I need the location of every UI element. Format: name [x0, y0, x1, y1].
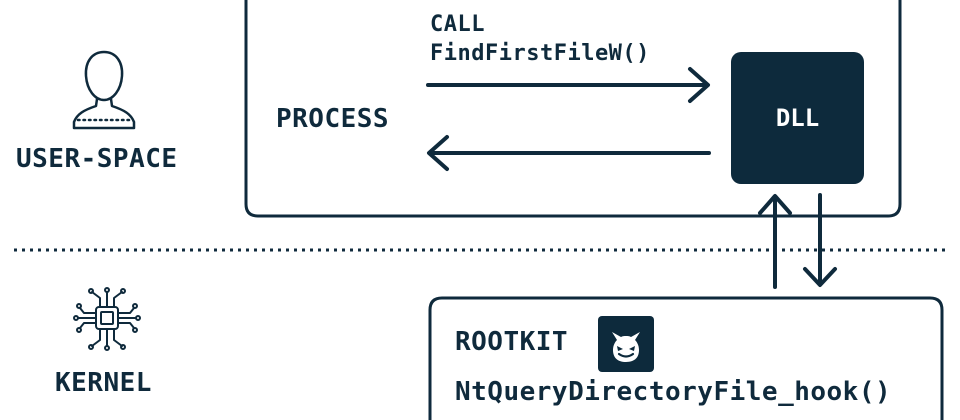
rootkit-label: ROOTKIT — [455, 327, 569, 357]
process-frame — [244, 0, 902, 218]
user-icon — [72, 50, 136, 130]
hook-function-label: NtQueryDirectoryFile_hook() — [455, 377, 892, 407]
call-function: FindFirstFileW() — [430, 41, 650, 66]
up-arrow — [758, 194, 792, 289]
call-keyword: CALL — [430, 12, 485, 37]
down-arrow — [803, 193, 837, 287]
user-space-label: USER-SPACE — [16, 144, 178, 174]
dll-label: DLL — [775, 104, 820, 132]
call-annotation: CALL FindFirstFileW() — [430, 10, 650, 68]
rootkit-frame — [428, 296, 944, 420]
call-arrow — [426, 67, 710, 103]
dll-box: DLL — [731, 52, 864, 184]
devil-icon — [598, 316, 654, 372]
kernel-label: KERNEL — [55, 368, 152, 398]
chip-icon — [73, 287, 141, 351]
process-label: PROCESS — [276, 104, 390, 134]
return-arrow — [427, 135, 711, 171]
